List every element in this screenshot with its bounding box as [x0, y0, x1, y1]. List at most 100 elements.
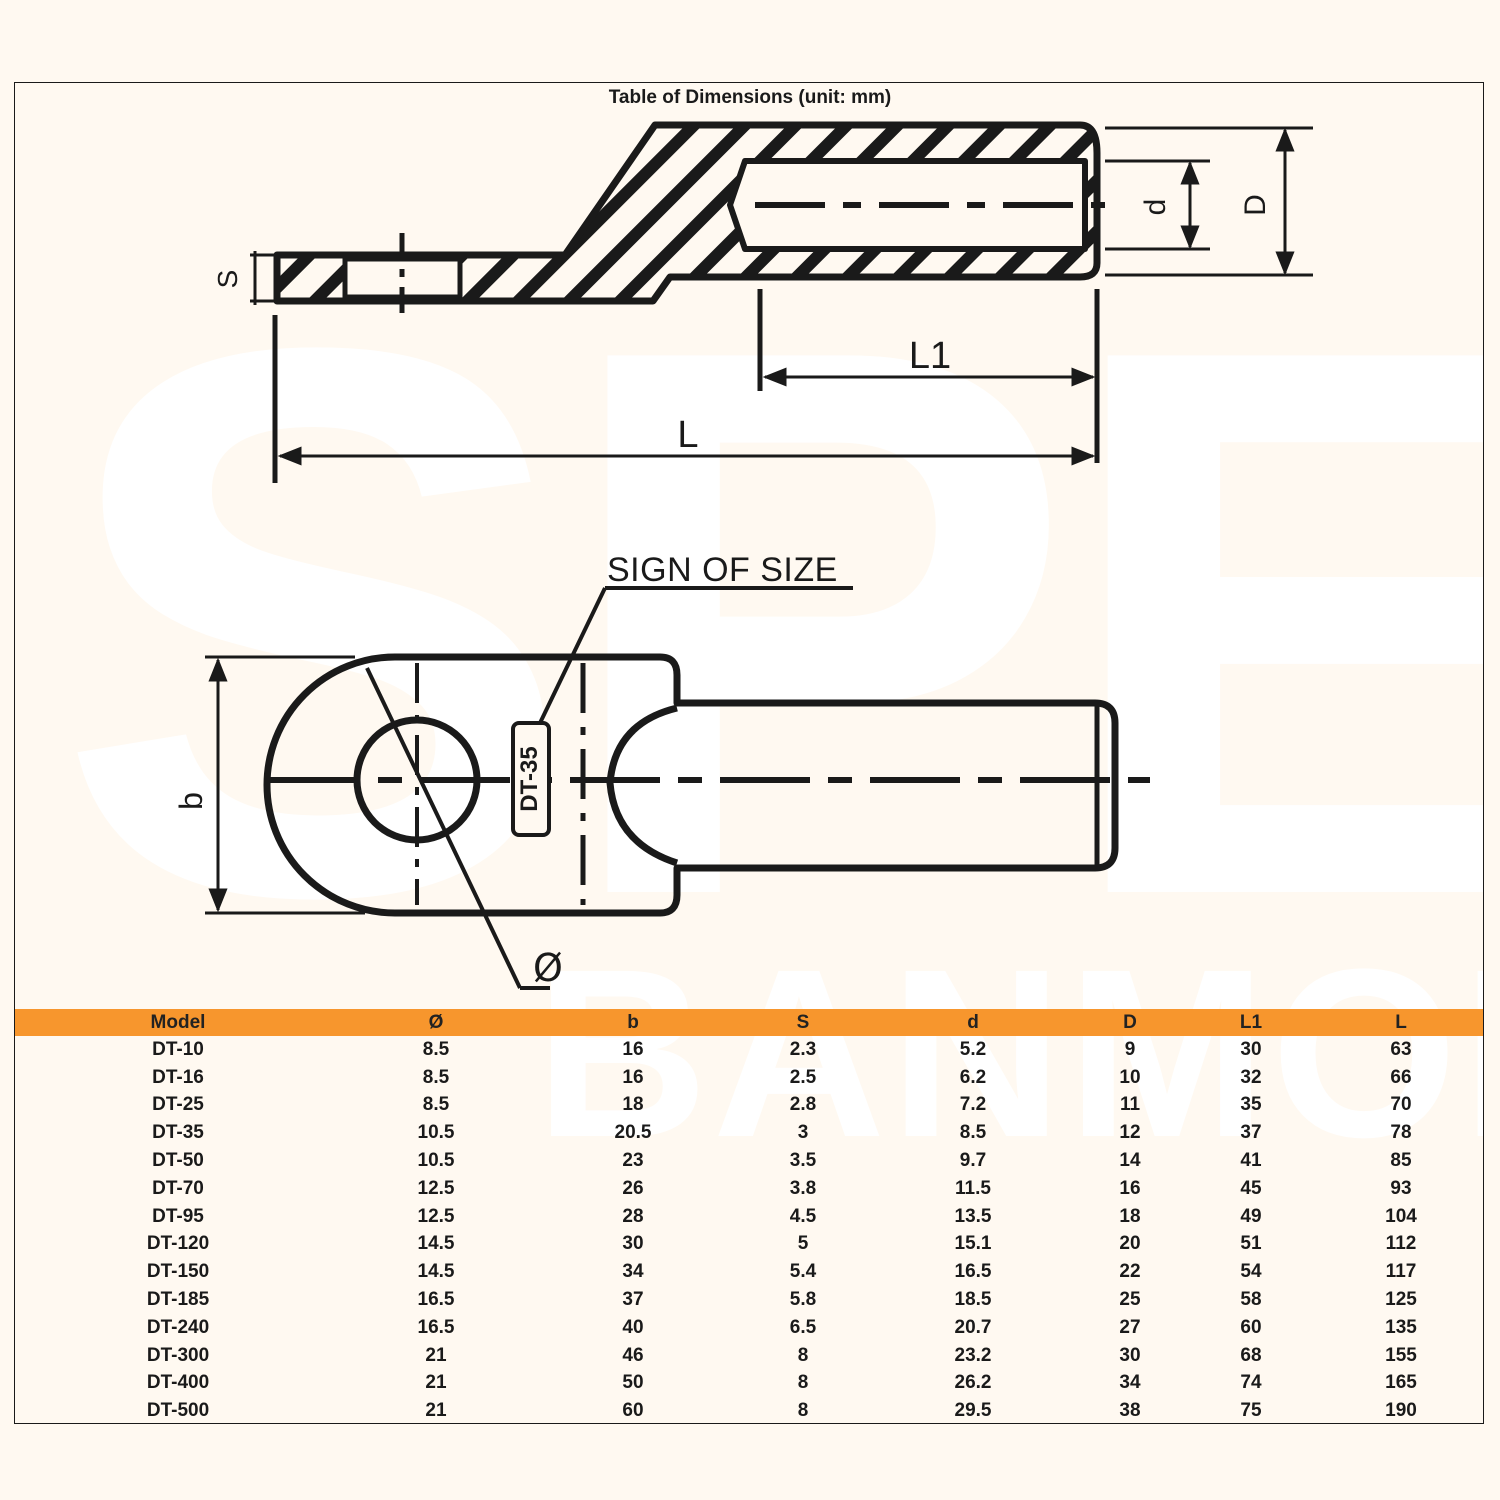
table-cell: 23 [622, 1150, 644, 1172]
table-cell: 10 [1119, 1066, 1141, 1088]
table-cell: 85 [1390, 1150, 1412, 1172]
table-cell: 135 [1385, 1316, 1417, 1338]
table-cell: 51 [1240, 1233, 1262, 1255]
top-view: b Ø DT-35 [173, 586, 1150, 990]
d-label: d [1139, 199, 1172, 216]
table-cell: DT-10 [152, 1038, 204, 1060]
side-view: S d D L1 L [212, 121, 1313, 483]
table-cell: DT-120 [146, 1233, 210, 1255]
table-cell: 16.5 [417, 1316, 455, 1338]
table-cell: 8 [797, 1400, 809, 1422]
table-cell: 26.2 [954, 1372, 992, 1394]
table-cell: 35 [1240, 1094, 1262, 1116]
table-cell: 9 [1124, 1038, 1136, 1060]
column-header: S [735, 1009, 871, 1036]
table-cell: DT-25 [152, 1094, 204, 1116]
table-cell: 29.5 [954, 1400, 992, 1422]
dimension-sheet: SPE BANMOH Table of Dimensions (unit: mm… [14, 82, 1484, 1424]
table-cell: 27 [1119, 1316, 1141, 1338]
table-cell: 4.5 [789, 1205, 817, 1227]
table-cell: 16 [1119, 1177, 1141, 1199]
table-cell: 125 [1385, 1289, 1417, 1311]
table-cell: 11.5 [955, 1177, 991, 1199]
table-cell: 5.2 [959, 1038, 987, 1060]
table-cell: 5.8 [789, 1289, 817, 1311]
table-cell: DT-500 [146, 1400, 210, 1422]
table-cell: 50 [622, 1372, 644, 1394]
table-cell: 22 [1119, 1261, 1141, 1283]
table-cell: 54 [1240, 1261, 1262, 1283]
sign-of-size-label: SIGN OF SIZE [607, 551, 838, 589]
table-cell: 8 [797, 1372, 809, 1394]
table-cell: DT-150 [146, 1261, 210, 1283]
table-cell: 15.1 [954, 1233, 992, 1255]
table-cell: 58 [1240, 1289, 1262, 1311]
table-cell: DT-185 [146, 1289, 210, 1311]
column-header: L1 [1185, 1009, 1317, 1036]
table-cell: 2.3 [789, 1038, 817, 1060]
table-cell: DT-95 [152, 1205, 204, 1227]
table-cell: 21 [425, 1400, 447, 1422]
table-cell: 74 [1240, 1372, 1262, 1394]
table-cell: 3 [797, 1122, 809, 1144]
table-cell: 117 [1385, 1261, 1417, 1283]
table-cell: 12.5 [417, 1177, 455, 1199]
table-cell: 70 [1390, 1094, 1412, 1116]
table-cell: 30 [1119, 1344, 1141, 1366]
table-cell: DT-240 [146, 1316, 210, 1338]
stamp-label: DT-35 [516, 746, 543, 811]
table-cell: 104 [1385, 1205, 1417, 1227]
table-cell: 5.4 [789, 1261, 817, 1283]
barrel-mouth [606, 704, 679, 867]
table-cell: 14.5 [417, 1233, 455, 1255]
page-title: Table of Dimensions (unit: mm) [608, 87, 892, 108]
table-cell: 49 [1240, 1205, 1262, 1227]
table-cell: 10.5 [417, 1150, 455, 1172]
table-cell: 25 [1119, 1289, 1141, 1311]
column-header: b [531, 1009, 735, 1036]
table-cell: 66 [1390, 1066, 1412, 1088]
dia-leader [365, 667, 522, 989]
table-cell: 12 [1119, 1122, 1141, 1144]
table-cell: 9.7 [959, 1150, 987, 1172]
table-cell: 155 [1385, 1344, 1417, 1366]
palm-outline [263, 653, 1119, 917]
table-cell: 2.5 [789, 1066, 817, 1088]
column-header: Model [15, 1009, 341, 1036]
table-cell: 6.5 [789, 1316, 817, 1338]
table-cell: 26 [622, 1177, 644, 1199]
table-cell: 5 [797, 1233, 809, 1255]
table-cell: DT-35 [152, 1122, 204, 1144]
table-cell: 8.5 [422, 1094, 450, 1116]
table-cell: 6.2 [959, 1066, 987, 1088]
D-label: D [1239, 194, 1272, 216]
table-row: DT-240 16.5 40 6.5 20.7 27 60 135 [15, 1314, 1483, 1342]
table-cell: 8.5 [959, 1122, 987, 1144]
table-cell: DT-300 [146, 1344, 210, 1366]
table-cell: 40 [622, 1316, 644, 1338]
table-cell: 68 [1240, 1344, 1262, 1366]
table-cell: 112 [1385, 1233, 1417, 1255]
table-cell: 21 [425, 1372, 447, 1394]
table-cell: 21 [425, 1344, 447, 1366]
table-cell: 8 [797, 1344, 809, 1366]
table-cell: 13.5 [954, 1205, 992, 1227]
dia-label: Ø [533, 946, 563, 990]
table-cell: 30 [1240, 1038, 1262, 1060]
table-cell: 60 [1240, 1316, 1262, 1338]
table-cell: 20.7 [954, 1316, 992, 1338]
table-cell: 18 [622, 1094, 644, 1116]
table-cell: 14.5 [417, 1261, 455, 1283]
table-cell: 78 [1390, 1122, 1412, 1144]
table-cell: 46 [622, 1344, 644, 1366]
